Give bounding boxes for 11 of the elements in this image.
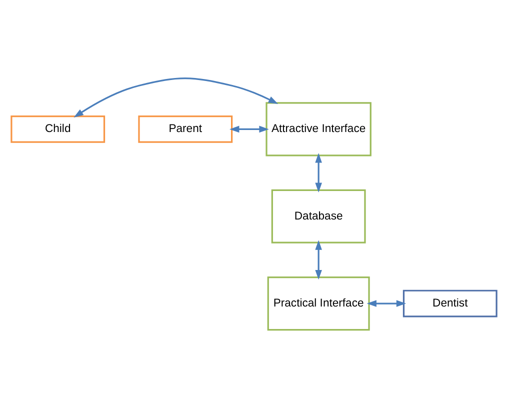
- node-box: Attractive Interface: [266, 102, 372, 156]
- arrow: [315, 152, 322, 192]
- arrow: [230, 125, 269, 132]
- node-box: Parent: [138, 114, 233, 142]
- arrow: [74, 76, 278, 118]
- arrow: [366, 300, 406, 306]
- arrow: [315, 240, 322, 280]
- node-box: Practical Interface: [267, 276, 370, 330]
- node-box: Child: [10, 114, 106, 142]
- node-box: Database: [271, 188, 366, 243]
- node-box: Dentist: [402, 289, 498, 317]
